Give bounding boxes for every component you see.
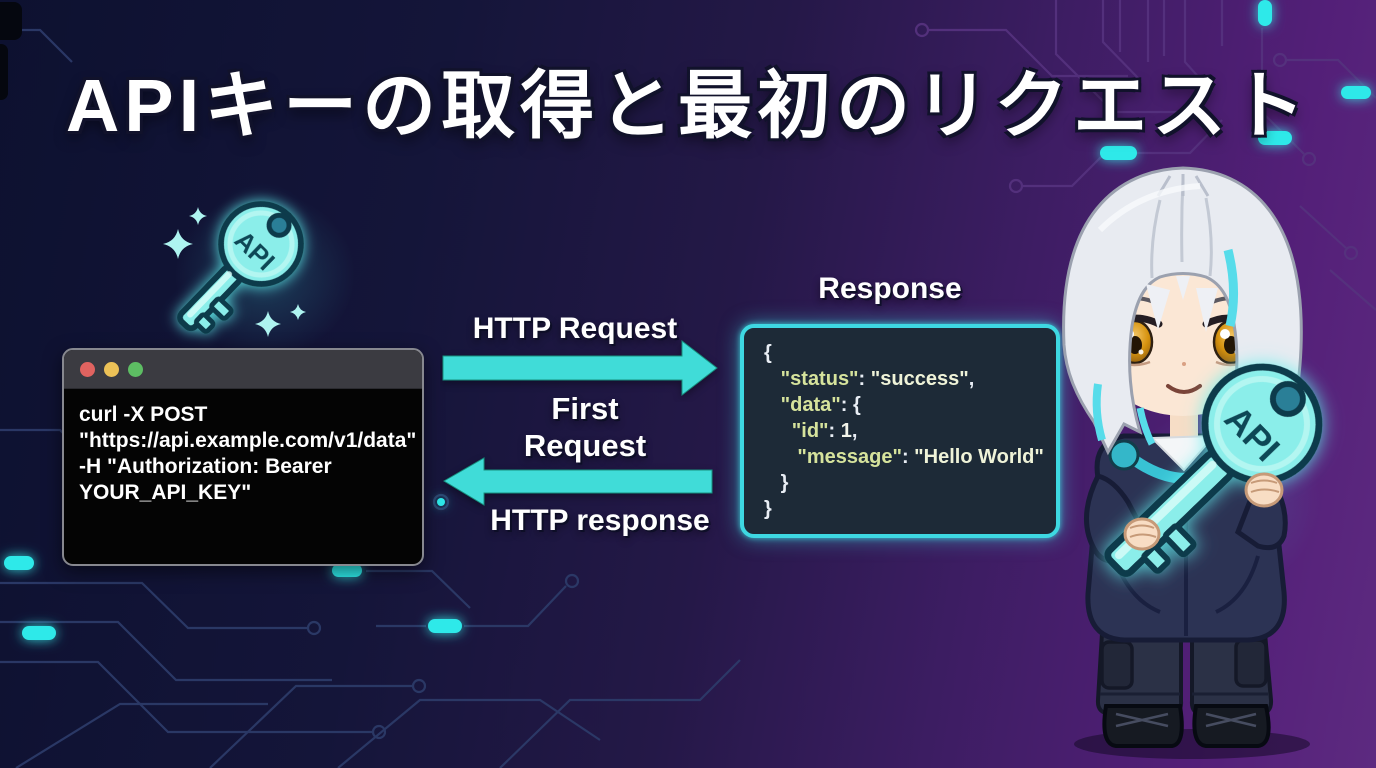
page-title: APIキーの取得と最初のリクエスト [65, 64, 1311, 147]
api-key-icon: API [163, 201, 306, 337]
first-request-line1: First [551, 391, 619, 426]
anime-character: API [1062, 166, 1323, 759]
http-request-label: HTTP Request [472, 312, 678, 345]
terminal-window: curl -X POST "https://api.example.com/v1/… [62, 348, 424, 566]
response-json-code: { "status": "success", "data": { "id": 1… [764, 340, 1056, 522]
window-close-button[interactable] [80, 361, 95, 377]
character-mouth [1166, 384, 1202, 394]
first-request-line2: Request [523, 428, 647, 463]
window-minimize-button[interactable] [104, 361, 119, 377]
first-request-label: First Request [480, 390, 690, 464]
response-panel-title: Response [818, 272, 962, 305]
character-shirt [1149, 434, 1217, 472]
response-json-panel: { "status": "success", "data": { "id": 1… [740, 324, 1060, 538]
window-maximize-button[interactable] [128, 361, 143, 377]
response-code-line: "id": 1, [791, 420, 858, 442]
circuit-pads [0, 2, 22, 100]
character-hands [1123, 472, 1284, 551]
terminal-command-line: -H "Authorization: Bearer [79, 455, 332, 478]
terminal-command-line: YOUR_API_KEY" [79, 481, 252, 504]
response-code-line: } [764, 472, 789, 494]
terminal-command-line: curl -X POST [79, 403, 208, 426]
response-code-line: } [764, 498, 772, 520]
circuit-glow-pills [4, 0, 1371, 640]
character-nose [1182, 362, 1186, 366]
request-arrow [442, 339, 718, 397]
response-code-line: { [764, 342, 772, 364]
response-arrow [443, 457, 713, 506]
key-shape: API [176, 201, 304, 334]
circuit-traces-left [0, 28, 741, 768]
character-boots [1102, 704, 1271, 748]
terminal-command-line: "https://api.example.com/v1/data" [79, 429, 417, 452]
response-code-line: "status": "success", [780, 368, 975, 390]
response-code-line: "data": { [780, 394, 861, 416]
http-response-label: HTTP response [490, 504, 710, 537]
response-code-line: "message": "Hello World" [797, 446, 1044, 468]
terminal-titlebar [64, 350, 422, 389]
sparkles [163, 207, 306, 337]
curl-command: curl -X POST "https://api.example.com/v1/… [64, 389, 422, 506]
